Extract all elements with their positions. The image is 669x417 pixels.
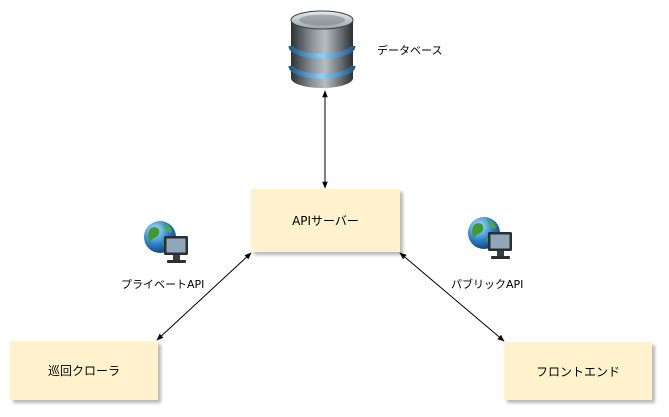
frontend-node[interactable]: フロントエンド [504, 342, 652, 400]
edge-api-frontend [399, 252, 505, 342]
crawler-node[interactable]: 巡回クローラ [10, 341, 158, 400]
database-cylinder-icon [287, 8, 357, 92]
private-api-label: プライベートAPI [121, 278, 205, 291]
crawler-label: 巡回クローラ [47, 364, 120, 378]
frontend-label: フロントエンド [535, 364, 620, 379]
edge-api-crawler [156, 252, 252, 341]
api-server-node[interactable]: APIサーバー [251, 189, 400, 252]
api-server-label: APIサーバー [292, 214, 359, 228]
globe-monitor-icon [141, 219, 193, 269]
database-label: データベース [377, 44, 443, 57]
globe-monitor-icon [465, 215, 517, 265]
public-api-label: パブリックAPI [451, 278, 524, 291]
